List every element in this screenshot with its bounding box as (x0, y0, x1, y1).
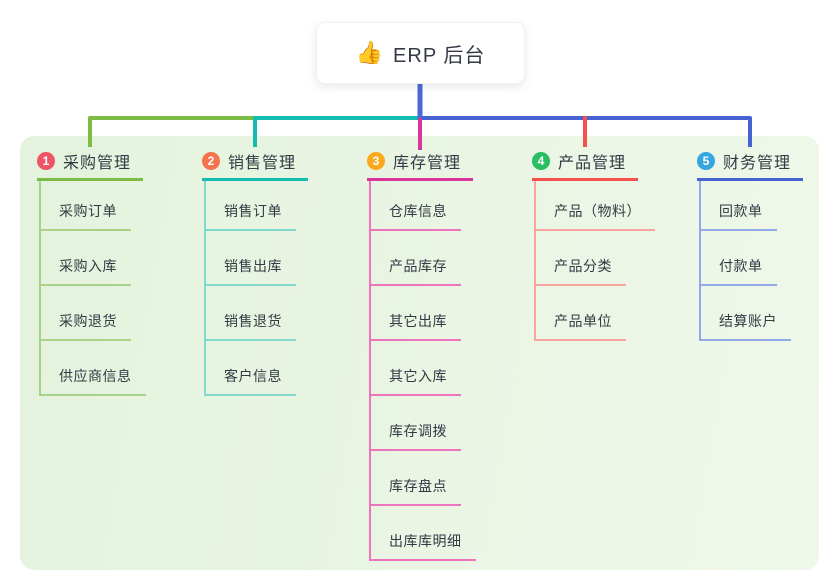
node-supplier-info[interactable]: 供应商信息 (41, 341, 146, 396)
branch-purchase-header[interactable]: 1 采购管理 (37, 146, 143, 181)
badge-2: 2 (202, 152, 220, 170)
branch-finance-children: 回款单 付款单 结算账户 (699, 181, 803, 341)
node-sales-order[interactable]: 销售订单 (206, 181, 296, 231)
node-product-stock[interactable]: 产品库存 (371, 231, 461, 286)
branch-inventory-header[interactable]: 3 库存管理 (367, 146, 473, 181)
badge-5: 5 (697, 152, 715, 170)
branch-inventory-title: 库存管理 (393, 155, 462, 172)
node-payment-bill[interactable]: 付款单 (701, 231, 777, 286)
branch-inventory-children: 仓库信息 产品库存 其它出库 其它入库 库存调拨 库存盘点 出库库明细 (369, 181, 476, 561)
branch-inventory: 3 库存管理 仓库信息 产品库存 其它出库 其它入库 库存调拨 库存盘点 出库库… (367, 146, 476, 561)
root-node[interactable]: 👍 ERP 后台 (316, 22, 525, 84)
badge-1: 1 (37, 152, 55, 170)
node-sales-outbound[interactable]: 销售出库 (206, 231, 296, 286)
branch-purchase-title: 采购管理 (63, 155, 132, 172)
node-product-material[interactable]: 产品（物料） (536, 181, 655, 231)
branch-product-children: 产品（物料） 产品分类 产品单位 (534, 181, 655, 341)
branch-finance-title: 财务管理 (723, 155, 792, 172)
branch-product: 4 产品管理 产品（物料） 产品分类 产品单位 (532, 146, 655, 341)
branch-purchase-children: 采购订单 采购入库 采购退货 供应商信息 (39, 181, 146, 396)
branch-sales-title: 销售管理 (228, 155, 297, 172)
root-title: ERP 后台 (393, 44, 486, 67)
node-outbound-detail[interactable]: 出库库明细 (371, 506, 476, 561)
node-purchase-inbound[interactable]: 采购入库 (41, 231, 131, 286)
node-settlement-account[interactable]: 结算账户 (701, 286, 791, 341)
node-stock-check[interactable]: 库存盘点 (371, 451, 461, 506)
node-receipt-bill[interactable]: 回款单 (701, 181, 777, 231)
node-purchase-order[interactable]: 采购订单 (41, 181, 131, 231)
branch-finance-header[interactable]: 5 财务管理 (697, 146, 803, 181)
node-product-category[interactable]: 产品分类 (536, 231, 626, 286)
node-customer-info[interactable]: 客户信息 (206, 341, 296, 396)
node-other-outbound[interactable]: 其它出库 (371, 286, 461, 341)
node-other-inbound[interactable]: 其它入库 (371, 341, 461, 396)
node-purchase-return[interactable]: 采购退货 (41, 286, 131, 341)
branch-finance: 5 财务管理 回款单 付款单 结算账户 (697, 146, 803, 341)
thumbs-up-icon: 👍 (355, 40, 384, 65)
branch-sales-header[interactable]: 2 销售管理 (202, 146, 308, 181)
branches-panel (20, 136, 819, 570)
branch-purchase: 1 采购管理 采购订单 采购入库 采购退货 供应商信息 (37, 146, 146, 396)
badge-4: 4 (532, 152, 550, 170)
node-warehouse-info[interactable]: 仓库信息 (371, 181, 461, 231)
branch-product-title: 产品管理 (558, 155, 627, 172)
node-stock-transfer[interactable]: 库存调拨 (371, 396, 461, 451)
branch-sales-children: 销售订单 销售出库 销售退货 客户信息 (204, 181, 308, 396)
node-sales-return[interactable]: 销售退货 (206, 286, 296, 341)
badge-3: 3 (367, 152, 385, 170)
node-product-unit[interactable]: 产品单位 (536, 286, 626, 341)
branch-product-header[interactable]: 4 产品管理 (532, 146, 638, 181)
branch-sales: 2 销售管理 销售订单 销售出库 销售退货 客户信息 (202, 146, 308, 396)
